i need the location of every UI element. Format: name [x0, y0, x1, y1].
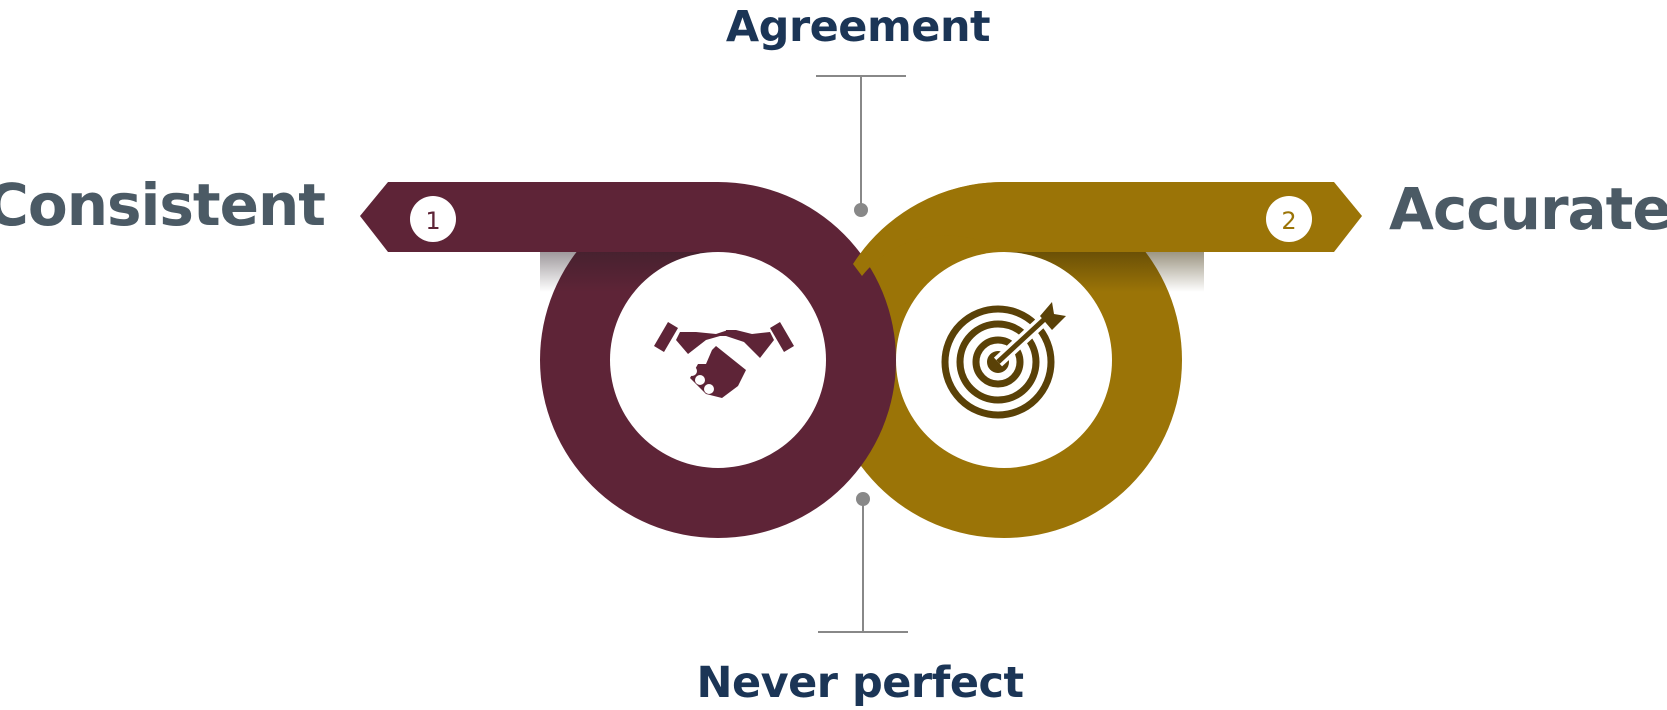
- bottom-connector: [818, 492, 908, 633]
- badge-1: 1: [410, 196, 456, 242]
- badge-2: 2: [1266, 196, 1312, 242]
- badge-1-number: 1: [425, 207, 440, 235]
- left-ring: [360, 182, 896, 538]
- badge-2-number: 2: [1281, 207, 1296, 235]
- label-consistent: Consistent: [0, 171, 326, 239]
- right-ribbon-overlap: [853, 181, 1004, 276]
- handshake-icon: [654, 322, 794, 398]
- label-never-perfect: Never perfect: [696, 658, 1024, 708]
- label-accurate: Accurate: [1389, 175, 1667, 243]
- label-agreement: Agreement: [725, 2, 991, 52]
- top-connector: [816, 75, 906, 217]
- target-arrow-icon: [941, 302, 1066, 419]
